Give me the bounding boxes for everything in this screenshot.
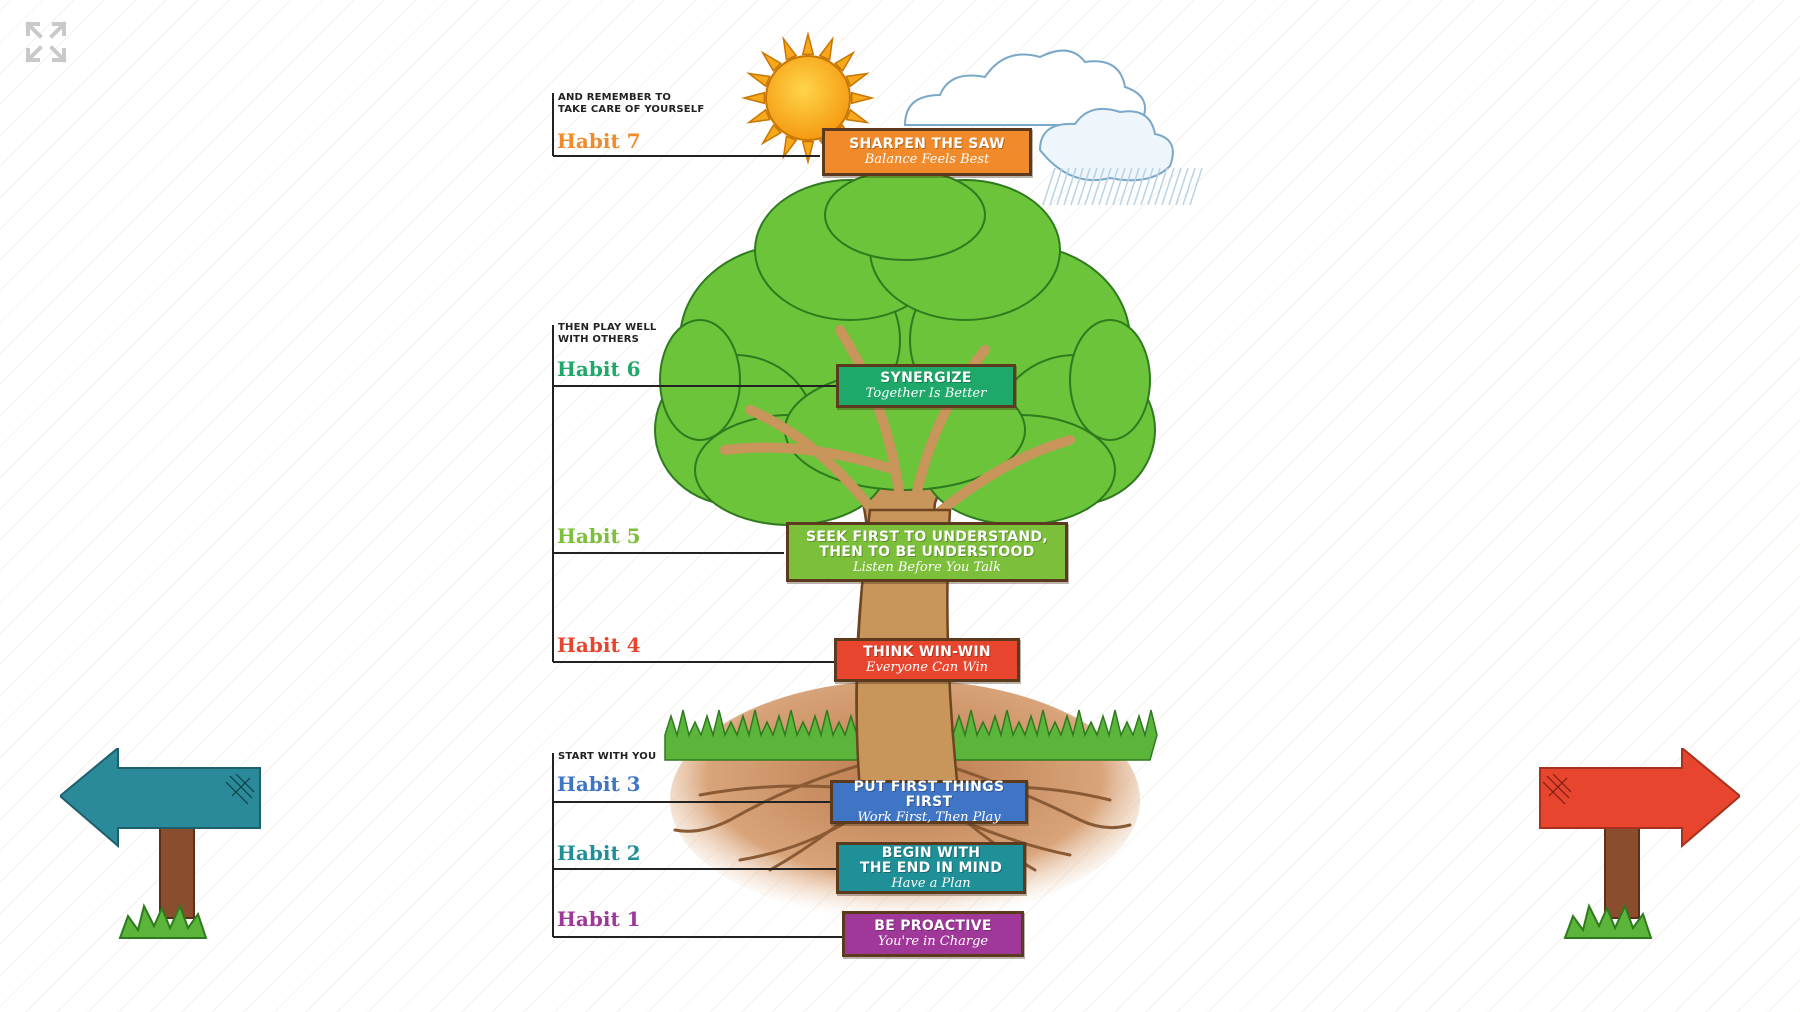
habit-sign-title: BEGIN WITH THE END IN MIND	[859, 844, 1003, 876]
habit-label-4: Habit 4	[557, 633, 641, 657]
habit-sign-4: THINK WIN-WIN Everyone Can Win	[834, 638, 1020, 682]
habit-sign-1: BE PROACTIVE You're in Charge	[842, 911, 1024, 957]
habit-sign-5: SEEK FIRST TO UNDERSTAND, THEN TO BE UND…	[786, 522, 1068, 582]
habit-sign-subtitle: Have a Plan	[891, 875, 971, 891]
habit-sign-subtitle: Together Is Better	[865, 386, 987, 401]
habit-sign-6: SYNERGIZE Together Is Better	[836, 364, 1016, 408]
cloud-icon	[903, 49, 1203, 206]
habit-sign-title: SEEK FIRST TO UNDERSTAND, THEN TO BE UND…	[806, 528, 1048, 560]
group-label-play-well: THEN PLAY WELL WITH OTHERS	[558, 322, 657, 345]
habit-sign-7: SHARPEN THE SAW Balance Feels Best	[822, 128, 1032, 176]
habit-label-5: Habit 5	[557, 524, 641, 548]
group-label-take-care: AND REMEMBER TO TAKE CARE OF YOURSELF	[558, 92, 705, 115]
expand-button[interactable]	[22, 18, 70, 66]
arrow-left-signpost-icon	[58, 745, 261, 939]
habit-sign-2: BEGIN WITH THE END IN MIND Have a Plan	[836, 842, 1026, 894]
group-label-start-with-you: START WITH YOU	[558, 751, 657, 762]
habit-label-3: Habit 3	[557, 772, 641, 796]
habit-sign-subtitle: Balance Feels Best	[864, 152, 990, 167]
habit-label-1: Habit 1	[557, 907, 641, 931]
habit-sign-3: PUT FIRST THINGS FIRST Work First, Then …	[830, 778, 1028, 825]
habit-sign-title: SHARPEN THE SAW	[849, 136, 1005, 152]
habit-connector-lines	[552, 93, 842, 938]
arrow-right-signpost-icon	[1539, 745, 1742, 939]
habit-sign-title: BE PROACTIVE	[874, 918, 992, 934]
habit-sign-subtitle: You're in Charge	[877, 934, 989, 949]
habit-sign-subtitle: Listen Before You Talk	[852, 559, 1002, 575]
habit-label-7: Habit 7	[557, 129, 641, 153]
habit-sign-title: PUT FIRST THINGS FIRST	[853, 778, 1005, 810]
habit-sign-subtitle: Everyone Can Win	[866, 660, 988, 675]
habit-sign-title: SYNERGIZE	[880, 370, 972, 386]
habit-sign-subtitle: Work First, Then Play	[857, 809, 1001, 825]
fullscreen-expand-icon	[25, 21, 67, 63]
habit-label-6: Habit 6	[557, 357, 641, 381]
previous-page-button[interactable]	[58, 745, 265, 943]
habit-label-2: Habit 2	[557, 841, 641, 865]
next-page-button[interactable]	[1535, 745, 1742, 943]
tree-foliage	[654, 169, 1156, 792]
habit-sign-title: THINK WIN-WIN	[863, 644, 991, 660]
